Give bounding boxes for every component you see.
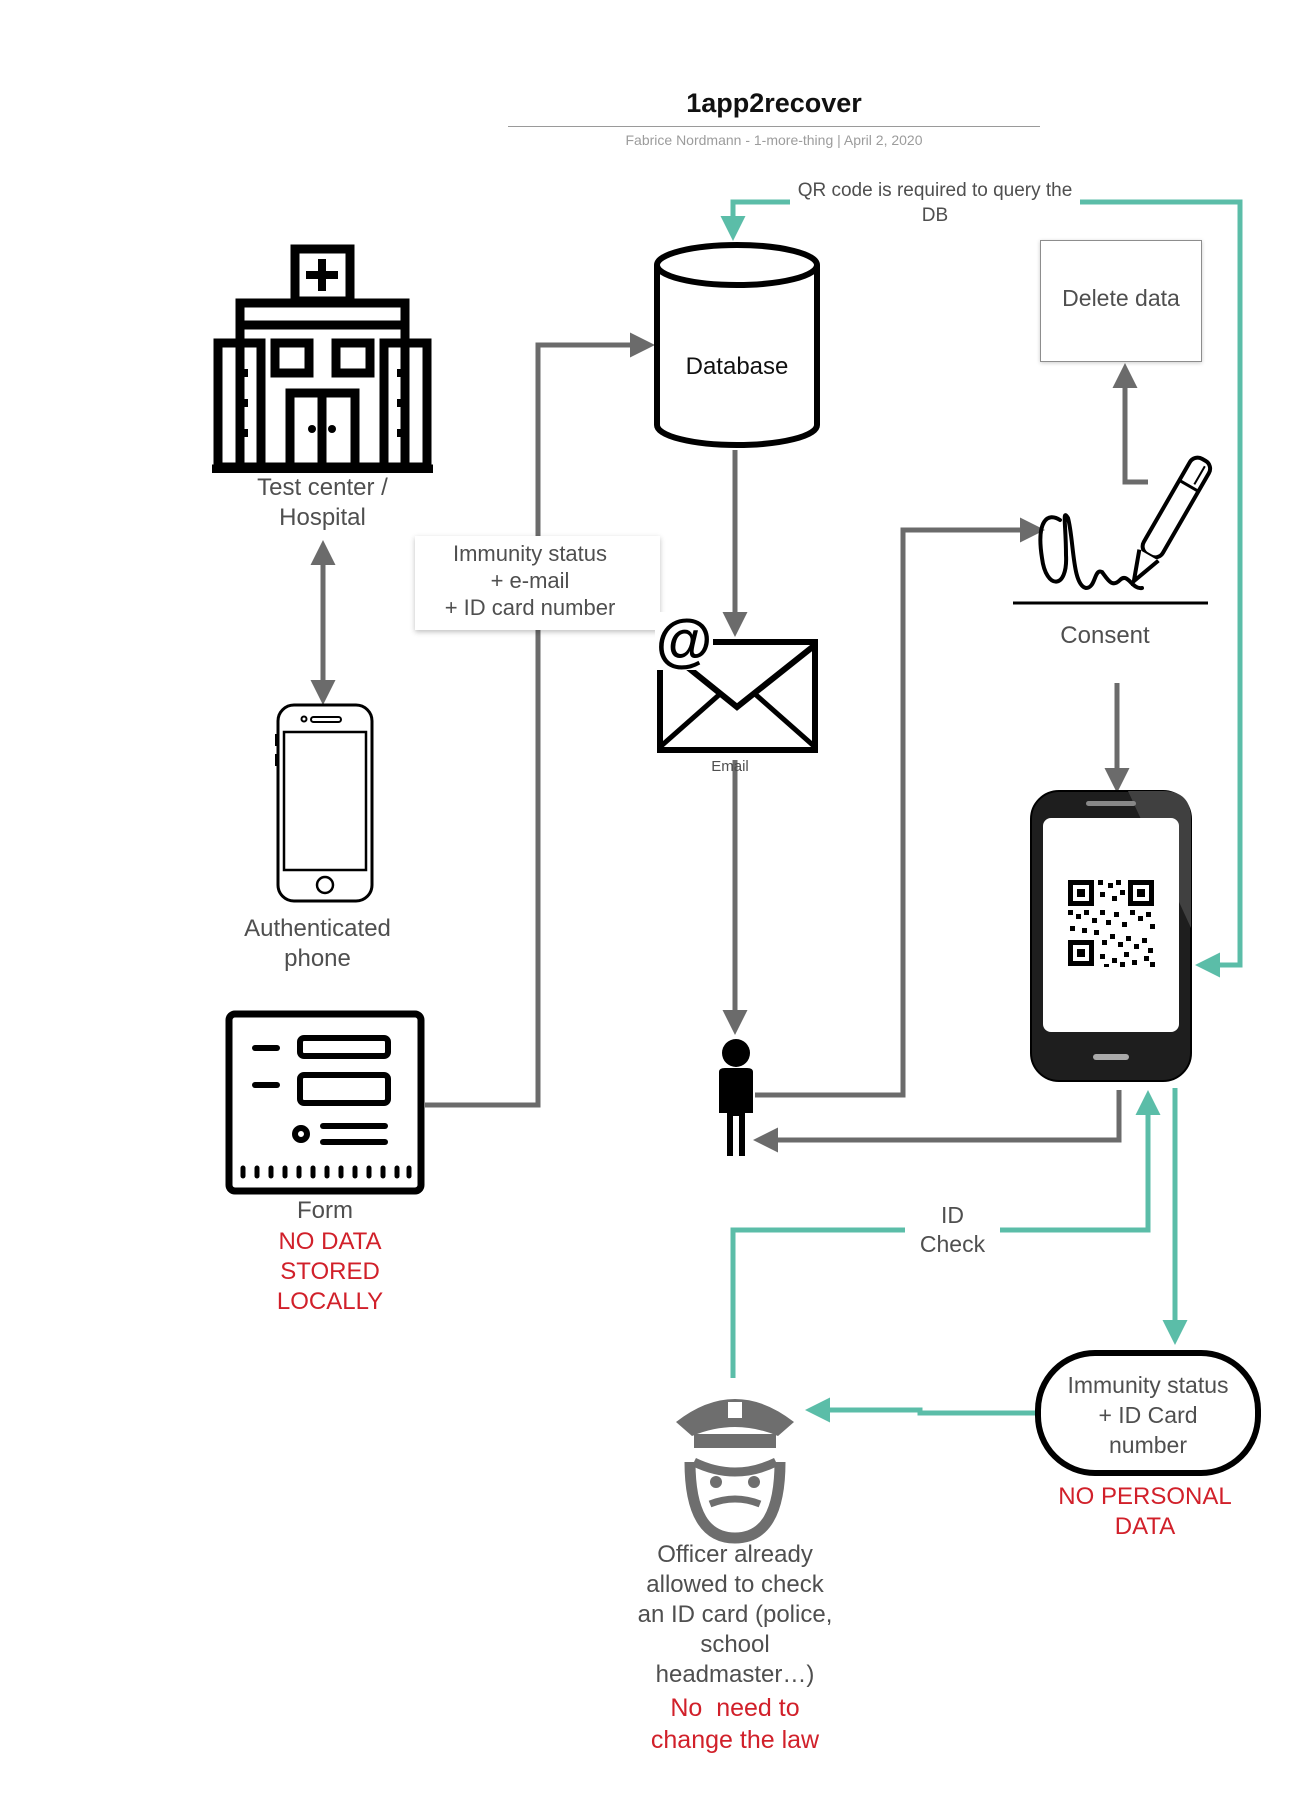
database-cylinder	[654, 242, 820, 448]
edge-person-consent	[755, 517, 1045, 1098]
form-icon	[225, 1010, 425, 1195]
delete-data-box[interactable]: Delete data	[1040, 240, 1202, 362]
phone-label-line1: Authenticated	[244, 915, 391, 942]
form-note-line2: STORED	[280, 1258, 380, 1285]
edge-id-check-right	[1000, 1090, 1161, 1233]
form-to-db-line2: + e-mail	[490, 568, 570, 593]
immunity-note-line1: NO PERSONAL	[1058, 1483, 1232, 1510]
mobile-phone-icon	[1030, 790, 1192, 1082]
qr-code-icon	[1066, 878, 1156, 968]
database-label: Database	[685, 353, 789, 380]
form-note-line3: LOCALLY	[276, 1288, 384, 1315]
officer-line3: an ID card (police,	[637, 1601, 833, 1628]
form-note: NO DATA STORED LOCALLY	[245, 1227, 415, 1317]
officer-line1: Officer already	[657, 1541, 813, 1568]
officer-note-line2: change the law	[650, 1726, 820, 1754]
page-title: 1app2recover	[686, 88, 862, 118]
immunity-card-line3: number	[1109, 1432, 1187, 1458]
email-label: Email	[711, 758, 749, 775]
delete-data-label: Delete data	[1062, 285, 1180, 311]
hospital-icon	[212, 244, 433, 473]
person-icon	[719, 1039, 753, 1156]
form-note-line1: NO DATA	[278, 1228, 382, 1255]
edge-qr-query-right	[1080, 199, 1243, 978]
qr-query-line1: QR code is required to query the	[797, 180, 1073, 201]
form-label: Form	[297, 1197, 353, 1224]
hospital-label-line2: Hospital	[279, 504, 366, 531]
officer-line5: headmaster…)	[655, 1661, 815, 1688]
edge-mobile-person	[753, 1090, 1122, 1153]
signature-pen-icon	[1013, 455, 1213, 605]
edge-consent-delete	[1112, 363, 1148, 485]
immunity-card-note: NO PERSONAL DATA	[1045, 1482, 1245, 1542]
qr-query-line2: DB	[921, 205, 949, 226]
immunity-card-line1: Immunity status	[1067, 1372, 1229, 1398]
id-check-line2: Check	[919, 1231, 986, 1257]
immunity-card-line2: + ID Card	[1098, 1402, 1198, 1428]
form-to-db-line3: + ID card number	[444, 595, 616, 620]
consent-label: Consent	[1060, 622, 1150, 649]
officer-label: Officer already allowed to check an ID c…	[625, 1540, 845, 1690]
form-to-database-label: Immunity status + e-mail + ID card numbe…	[415, 536, 660, 630]
smartphone-icon	[275, 703, 374, 903]
edge-form-database	[425, 332, 655, 1108]
qr-query-label: QR code is required to query the DB	[790, 178, 1080, 228]
hospital-label-line1: Test center /	[257, 474, 388, 501]
id-check-line1: ID	[941, 1202, 964, 1228]
immunity-status-card: Immunity status + ID Card number	[1035, 1350, 1261, 1476]
edge-id-check	[730, 1227, 905, 1378]
edge-immunity-officer	[805, 1397, 1035, 1423]
police-officer-icon	[676, 1399, 794, 1544]
immunity-note-line2: DATA	[1114, 1513, 1176, 1540]
svg-text:@: @	[656, 612, 713, 673]
phone-label: Authenticated phone	[215, 914, 420, 974]
phone-label-line2: phone	[284, 945, 351, 972]
form-to-db-line1: Immunity status	[452, 541, 608, 566]
page-subtitle: Fabrice Nordmann - 1-more-thing | April …	[625, 132, 923, 148]
email-icon: @	[655, 612, 818, 753]
hospital-label: Test center / Hospital	[220, 473, 425, 533]
edge-qr-query	[720, 199, 790, 241]
id-check-label: ID Check	[905, 1201, 1000, 1259]
officer-note-line1: No need to	[670, 1694, 800, 1722]
officer-note: No need to change the law	[625, 1692, 845, 1756]
title-divider	[508, 126, 1040, 127]
officer-line2: allowed to check	[646, 1571, 824, 1598]
officer-line4: school	[700, 1631, 770, 1658]
